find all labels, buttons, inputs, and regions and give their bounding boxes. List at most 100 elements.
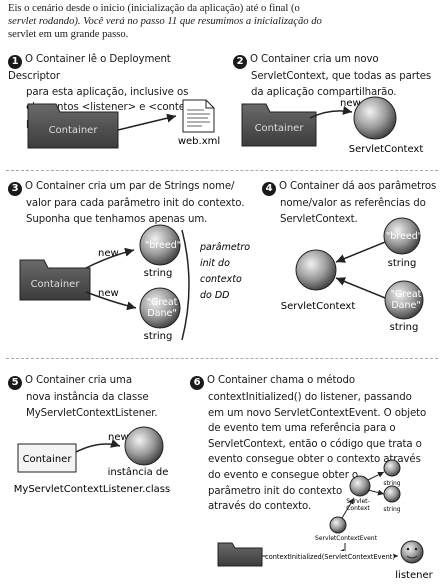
- step-6-line-4: de evento tem uma referência para o: [208, 423, 396, 435]
- step-6-breed-mini-ball: [383, 459, 401, 477]
- step-6-greatdane-mini-ball: [383, 485, 401, 503]
- step-3-bracket: [181, 229, 190, 341]
- step-1-line-1: O Container lê o Deployment Descriptor: [8, 54, 171, 82]
- step-6-listener-label: listener: [395, 570, 433, 581]
- step-3-string-label-2: string: [144, 331, 173, 342]
- step-3-line-2: valor para cada parâmetro init do contex…: [26, 198, 245, 209]
- step-3-container-label: Container: [31, 279, 81, 290]
- step-4-servletcontext-ball: [295, 249, 337, 291]
- step-3-number: 3: [8, 182, 22, 196]
- step-4-arrow-greatdane: [335, 277, 391, 301]
- step-2-container-label: Container: [255, 123, 305, 134]
- separator-1: [6, 170, 438, 171]
- step-6-mini-arrow-1: [367, 471, 385, 481]
- step-2-line-1: O Container cria um novo: [250, 54, 379, 65]
- step-6-mini-arrow-2: [367, 489, 385, 496]
- step-3-container-folder: Container: [19, 259, 91, 301]
- step-3-new-arrow-1: [85, 247, 135, 269]
- step-6-mini-servlet-label: Servlet-: [346, 498, 369, 505]
- step-3-new-arrow-2: [85, 291, 137, 311]
- step-5-instance-label: instância de: [108, 466, 169, 478]
- step-2-line-3: da aplicação compartilharão.: [251, 86, 397, 98]
- step-3-string-label-1: string: [144, 268, 173, 279]
- step-6-string-mini-2: string: [383, 506, 400, 513]
- param-note-line-1: parâmetro: [199, 242, 250, 253]
- step-4-servletcontext-label: ServletContext: [281, 301, 356, 312]
- step-6-number: 6: [190, 376, 204, 390]
- step-4-greatdane-ball: [384, 280, 424, 320]
- step-2-line-2: ServletContext, que todas as partes: [251, 71, 432, 82]
- step-6-listener-face-icon: [400, 540, 424, 564]
- step-2-servletcontext-label: ServletContext: [349, 144, 424, 155]
- step-5-container-label: Container: [23, 454, 73, 465]
- step-3-new-label-2: new: [98, 288, 119, 299]
- step-6-container-folder: [217, 542, 263, 567]
- param-note-line-2: init do: [200, 258, 230, 269]
- step-3-breed-ball: [139, 224, 181, 266]
- step-4-line-3: ServletContext.: [280, 213, 358, 225]
- step-6-line-5: ServletContext, então o código que trata…: [208, 438, 422, 450]
- step-6-event-mini-ball: [329, 516, 347, 534]
- step-6-line-2: contextInitialized() do listener, passan…: [208, 392, 412, 403]
- param-note-line-4: do DD: [200, 290, 230, 301]
- step-2-container-folder: Container: [241, 103, 317, 147]
- webxml-label: web.xml: [178, 136, 220, 147]
- step-5-line-1: O Container cria uma: [25, 375, 133, 386]
- step-5-container-box: Container: [17, 443, 77, 473]
- step-6-event-arrow: [341, 497, 355, 519]
- step-2-new-arrow: [309, 105, 353, 119]
- step-4-breed-ball: [383, 217, 421, 255]
- step-1-container-folder: Container: [27, 103, 119, 149]
- step-6-line-6: evento consegue obter o contexto através: [208, 454, 421, 466]
- step-1-line-2: para esta aplicação, inclusive os: [26, 86, 189, 98]
- step-3-line-1: O Container cria um par de Strings nome/: [25, 181, 235, 192]
- step-4-number: 4: [262, 182, 276, 196]
- step-5-new-arrow: [75, 439, 121, 453]
- step-6-line-7: do evento e consegue obter o: [208, 469, 359, 481]
- step-3-param-note: parâmetro init do contexto do DD: [199, 242, 250, 301]
- step-4-string-label-2: string: [390, 322, 419, 333]
- step-6-line-3: em um novo ServletContextEvent. O objeto: [208, 407, 427, 419]
- step-3-breed-label: "breed": [145, 240, 181, 251]
- step-3-line-3: Suponha que tenhamos apenas um.: [26, 213, 208, 225]
- step-6-line-8: parâmetro init do contexto: [208, 485, 343, 497]
- step-6-mini-context-label: Context: [346, 505, 370, 512]
- step-6-call-label: contextInitialized(ServletContextEvent): [265, 553, 395, 561]
- step-4-string-label-1: string: [388, 258, 417, 269]
- step-4-line-1: O Container dá aos parâmetros: [279, 181, 437, 192]
- step-6-line-9: através do contexto.: [208, 501, 312, 513]
- step-2-servletcontext-ball: [353, 96, 397, 140]
- step-4-dane-label: Dane": [391, 300, 420, 311]
- param-note-line-3: contexto: [200, 274, 242, 285]
- step-4-great-label: "Great: [391, 289, 422, 300]
- step-5-new-label: new: [108, 432, 129, 443]
- step-5-number: 5: [8, 376, 22, 390]
- step-3-dane-label: Dane": [147, 308, 176, 319]
- step-6-event-down-arrow: [338, 543, 346, 555]
- step-4-line-2: nome/valor as referências do: [280, 198, 426, 209]
- step-1-read-arrow: [117, 113, 177, 131]
- step-4-arrow-breed: [335, 239, 391, 263]
- step-6-call-label-bg: [266, 551, 394, 561]
- step-3-greatdane-ball: [139, 287, 181, 329]
- step-3-great-label: "Great: [147, 297, 178, 308]
- intro-paragraph: Eis o cenário desde o início (inicializa…: [8, 2, 333, 41]
- step-5-listener-ball: [124, 426, 164, 466]
- separator-2: [6, 358, 438, 359]
- step-5-line-3: MyServletContextListener.: [26, 407, 158, 419]
- webxml-document-icon: [182, 99, 215, 133]
- intro-line-2: servlet rodando). Você verá no passo 11 …: [8, 16, 322, 27]
- step-6-servletcontext-mini-ball: [349, 475, 371, 497]
- step-5-line-2: nova instância da classe: [26, 392, 149, 403]
- intro-line-1: Eis o cenário desde o início (inicializa…: [8, 3, 300, 14]
- step-1-container-label: Container: [49, 125, 99, 136]
- step-5-class-label: MyServletContextListener.class: [14, 484, 170, 495]
- step-1-number: 1: [8, 55, 22, 69]
- step-4-breed-label: "breed": [386, 231, 422, 242]
